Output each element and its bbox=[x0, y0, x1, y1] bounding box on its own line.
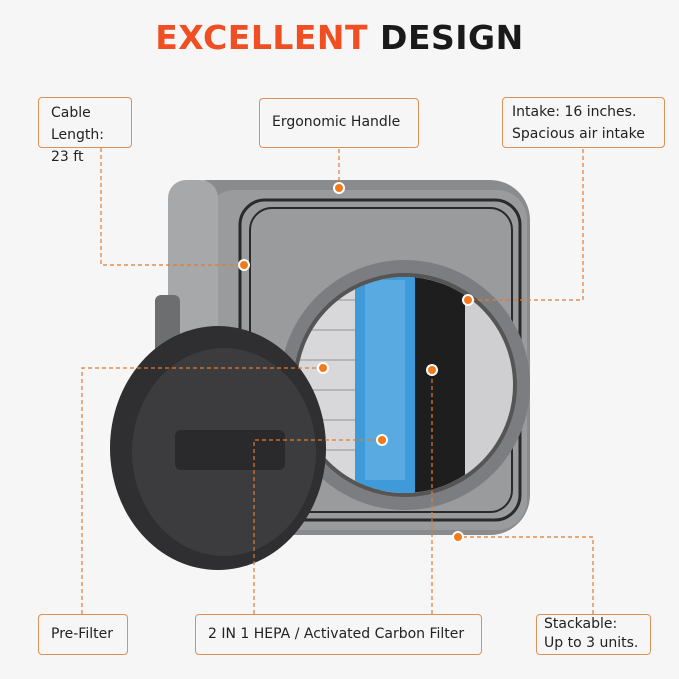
leader-lines bbox=[81, 148, 594, 614]
callout-text: 23 ft bbox=[51, 149, 84, 165]
callout-stackable: Stackable: Up to 3 units. bbox=[536, 614, 651, 655]
callout-ergonomic-handle: Ergonomic Handle bbox=[259, 98, 419, 148]
callout-dots bbox=[238, 182, 474, 543]
callout-text: Stackable: bbox=[544, 616, 618, 632]
callout-text: Pre-Filter bbox=[51, 626, 113, 642]
callout-text: Up to 3 units. bbox=[544, 635, 639, 651]
callout-hepa-carbon: 2 IN 1 HEPA / Activated Carbon Filter bbox=[195, 614, 482, 655]
carbon-filter bbox=[415, 277, 465, 493]
callout-text: Cable Length: bbox=[51, 105, 105, 143]
title-highlight: EXCELLENT bbox=[155, 18, 369, 57]
callout-cable-length: Cable Length: 23 ft bbox=[38, 97, 132, 165]
callout-text: Intake: 16 inches. bbox=[512, 104, 637, 120]
callout-intake: Intake: 16 inches. Spacious air intake bbox=[502, 97, 665, 148]
callout-text: Spacious air intake bbox=[512, 126, 645, 142]
title-rest: DESIGN bbox=[380, 18, 524, 57]
callout-text: Ergonomic Handle bbox=[272, 114, 401, 130]
page-title: EXCELLENT DESIGN bbox=[0, 18, 679, 57]
callout-pre-filter: Pre-Filter bbox=[38, 614, 128, 655]
callout-text: 2 IN 1 HEPA / Activated Carbon Filter bbox=[208, 626, 465, 642]
